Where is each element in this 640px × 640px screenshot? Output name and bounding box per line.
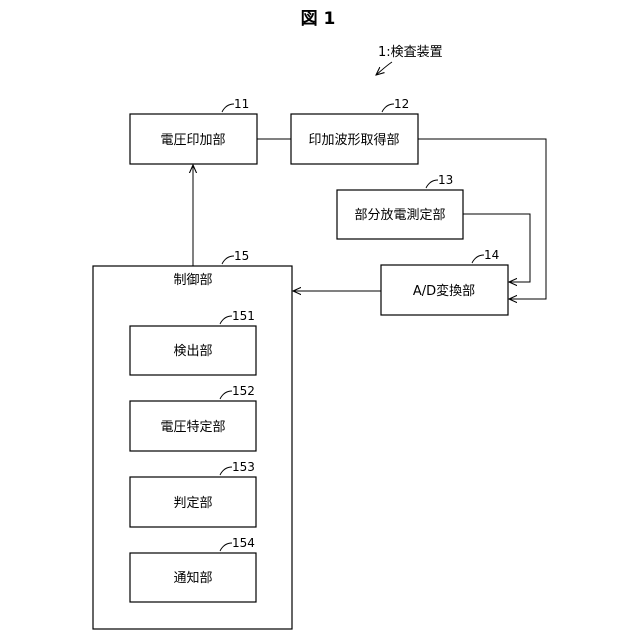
ref-152: 152 [232,384,255,398]
ref-12-leader [382,104,394,112]
voltage-apply-block: 電圧印加部 [130,114,257,164]
ref-13-leader [426,180,438,188]
ref-15-leader [222,256,234,264]
device-label: 1:検査装置 [378,45,443,60]
waveform-block: 印加波形取得部 [291,114,418,164]
ref-13: 13 [438,173,453,187]
device-leader-arrow [376,62,392,75]
voltage-identify-label: 電圧特定部 [160,420,225,435]
ad-converter-label: A/D変換部 [413,283,475,299]
waveform-label: 印加波形取得部 [308,132,399,148]
ref-14-leader [472,255,484,263]
partial-discharge-block: 部分放電測定部 [337,190,463,239]
ref-12: 12 [394,97,409,111]
ref-11: 11 [234,97,249,111]
notification-label: 通知部 [173,570,212,586]
ad-converter-block: A/D変換部 [381,265,508,315]
voltage-identify-block: 電圧特定部 [130,401,256,451]
control-label: 制御部 [173,273,212,288]
ref-15: 15 [234,249,249,263]
ref-11-leader [222,104,234,112]
voltage-apply-label: 電圧印加部 [160,133,225,148]
ref-151: 151 [232,309,255,323]
judgment-label: 判定部 [173,496,212,511]
partial-discharge-label: 部分放電測定部 [354,208,445,223]
ref-154: 154 [232,536,255,550]
judgment-block: 判定部 [130,477,256,527]
detection-block: 検出部 [130,326,256,375]
notification-block: 通知部 [130,553,256,602]
ref-153: 153 [232,460,255,474]
figure-title: 図 1 [301,9,336,29]
detection-label: 検出部 [173,344,212,359]
ref-14: 14 [484,248,499,262]
